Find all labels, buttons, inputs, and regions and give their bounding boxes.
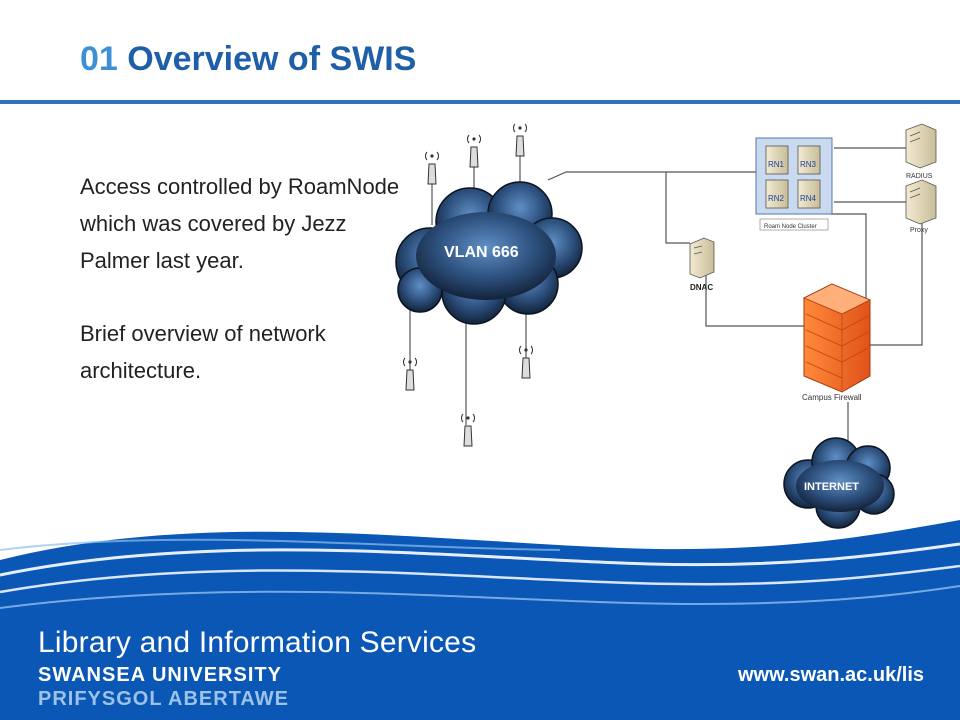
body-paragraph-1: Access controlled by RoamNode which was … (80, 174, 400, 273)
network-diagram: VLAN 666 (395, 123, 937, 529)
title-number: 01 (80, 40, 118, 78)
title-text: Overview of SWIS (127, 40, 417, 78)
proxy-label: Proxy (910, 227, 928, 234)
footer-url[interactable]: www.swan.ac.uk/lis (738, 664, 924, 686)
antenna-icon (425, 151, 439, 185)
title-divider (0, 100, 960, 104)
node-label: RN1 (768, 160, 785, 169)
university-name-cy: PRIFYSGOL ABERTAWE (38, 688, 289, 710)
slide-title: 01 Overview of SWIS (80, 40, 416, 79)
antenna-icon (519, 345, 533, 379)
internet-cloud (783, 437, 895, 529)
university-name-en: SWANSEA UNIVERSITY (38, 664, 282, 686)
node-label: RN2 (768, 194, 785, 203)
internet-label: INTERNET (804, 481, 859, 493)
footer-band (0, 520, 960, 720)
antenna-icon (403, 357, 417, 391)
vlan-label: VLAN 666 (444, 244, 519, 261)
node-label: RN4 (800, 194, 817, 203)
antenna-icon (513, 123, 527, 157)
dnac-server: DNAC (689, 237, 715, 292)
server-icon (765, 145, 821, 209)
antenna-icon (467, 134, 481, 168)
firewall-label: Campus Firewall (802, 393, 862, 402)
service-name: Library and Information Services (38, 626, 477, 659)
radius-server: RADIUS (905, 123, 937, 180)
body-paragraph-2: Brief overview of network architecture. (80, 321, 326, 383)
proxy-server: Proxy (905, 179, 937, 234)
radius-label: RADIUS (906, 173, 933, 180)
antenna-icon (461, 413, 475, 447)
wireless-access-points (403, 123, 533, 447)
node-label: RN3 (800, 160, 817, 169)
roam-node-cluster: RN1 RN3 RN2 RN4 Roam Node Cluster (755, 137, 833, 231)
vlan-cloud (395, 181, 583, 325)
dnac-label: DNAC (690, 283, 713, 292)
slide-body: Access controlled by RoamNode which was … (80, 168, 400, 425)
cluster-label: Roam Node Cluster (764, 224, 817, 230)
firewall-icon: Campus Firewall (802, 283, 871, 402)
